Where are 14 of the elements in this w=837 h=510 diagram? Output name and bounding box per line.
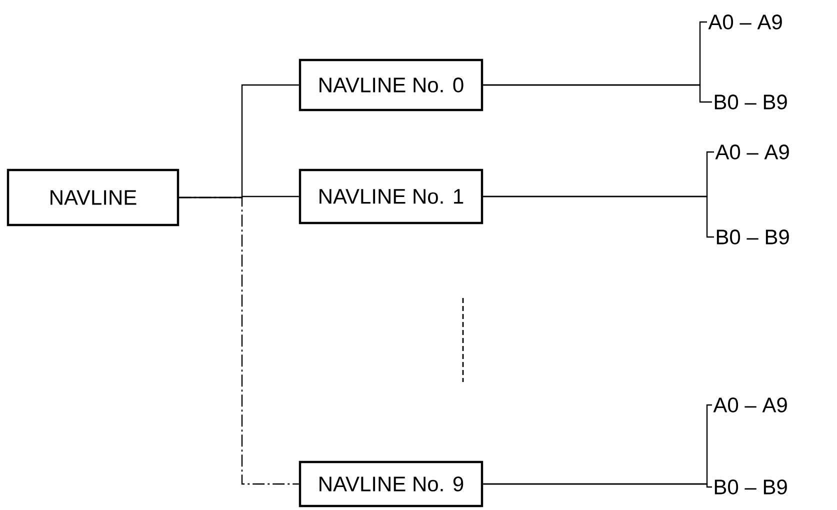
connector-line (483, 483, 712, 488)
range-label: A0 – A9 (715, 144, 789, 160)
process-box: NAVLINE No. 1 (298, 168, 484, 224)
range-label: B0 – B9 (714, 94, 787, 110)
process-box: NAVLINE (6, 168, 180, 226)
process-box: NAVLINE No. 9 (298, 460, 484, 508)
connector-line (483, 84, 712, 103)
range-label: B0 – B9 (716, 230, 789, 244)
range-label: A0 – A9 (708, 14, 782, 30)
range-label: B0 – B9 (714, 480, 787, 494)
connector-line (179, 196, 299, 485)
process-box: NAVLINE No. 0 (298, 58, 484, 112)
range-label: A0 – A9 (713, 398, 787, 412)
connector-line (483, 196, 714, 238)
